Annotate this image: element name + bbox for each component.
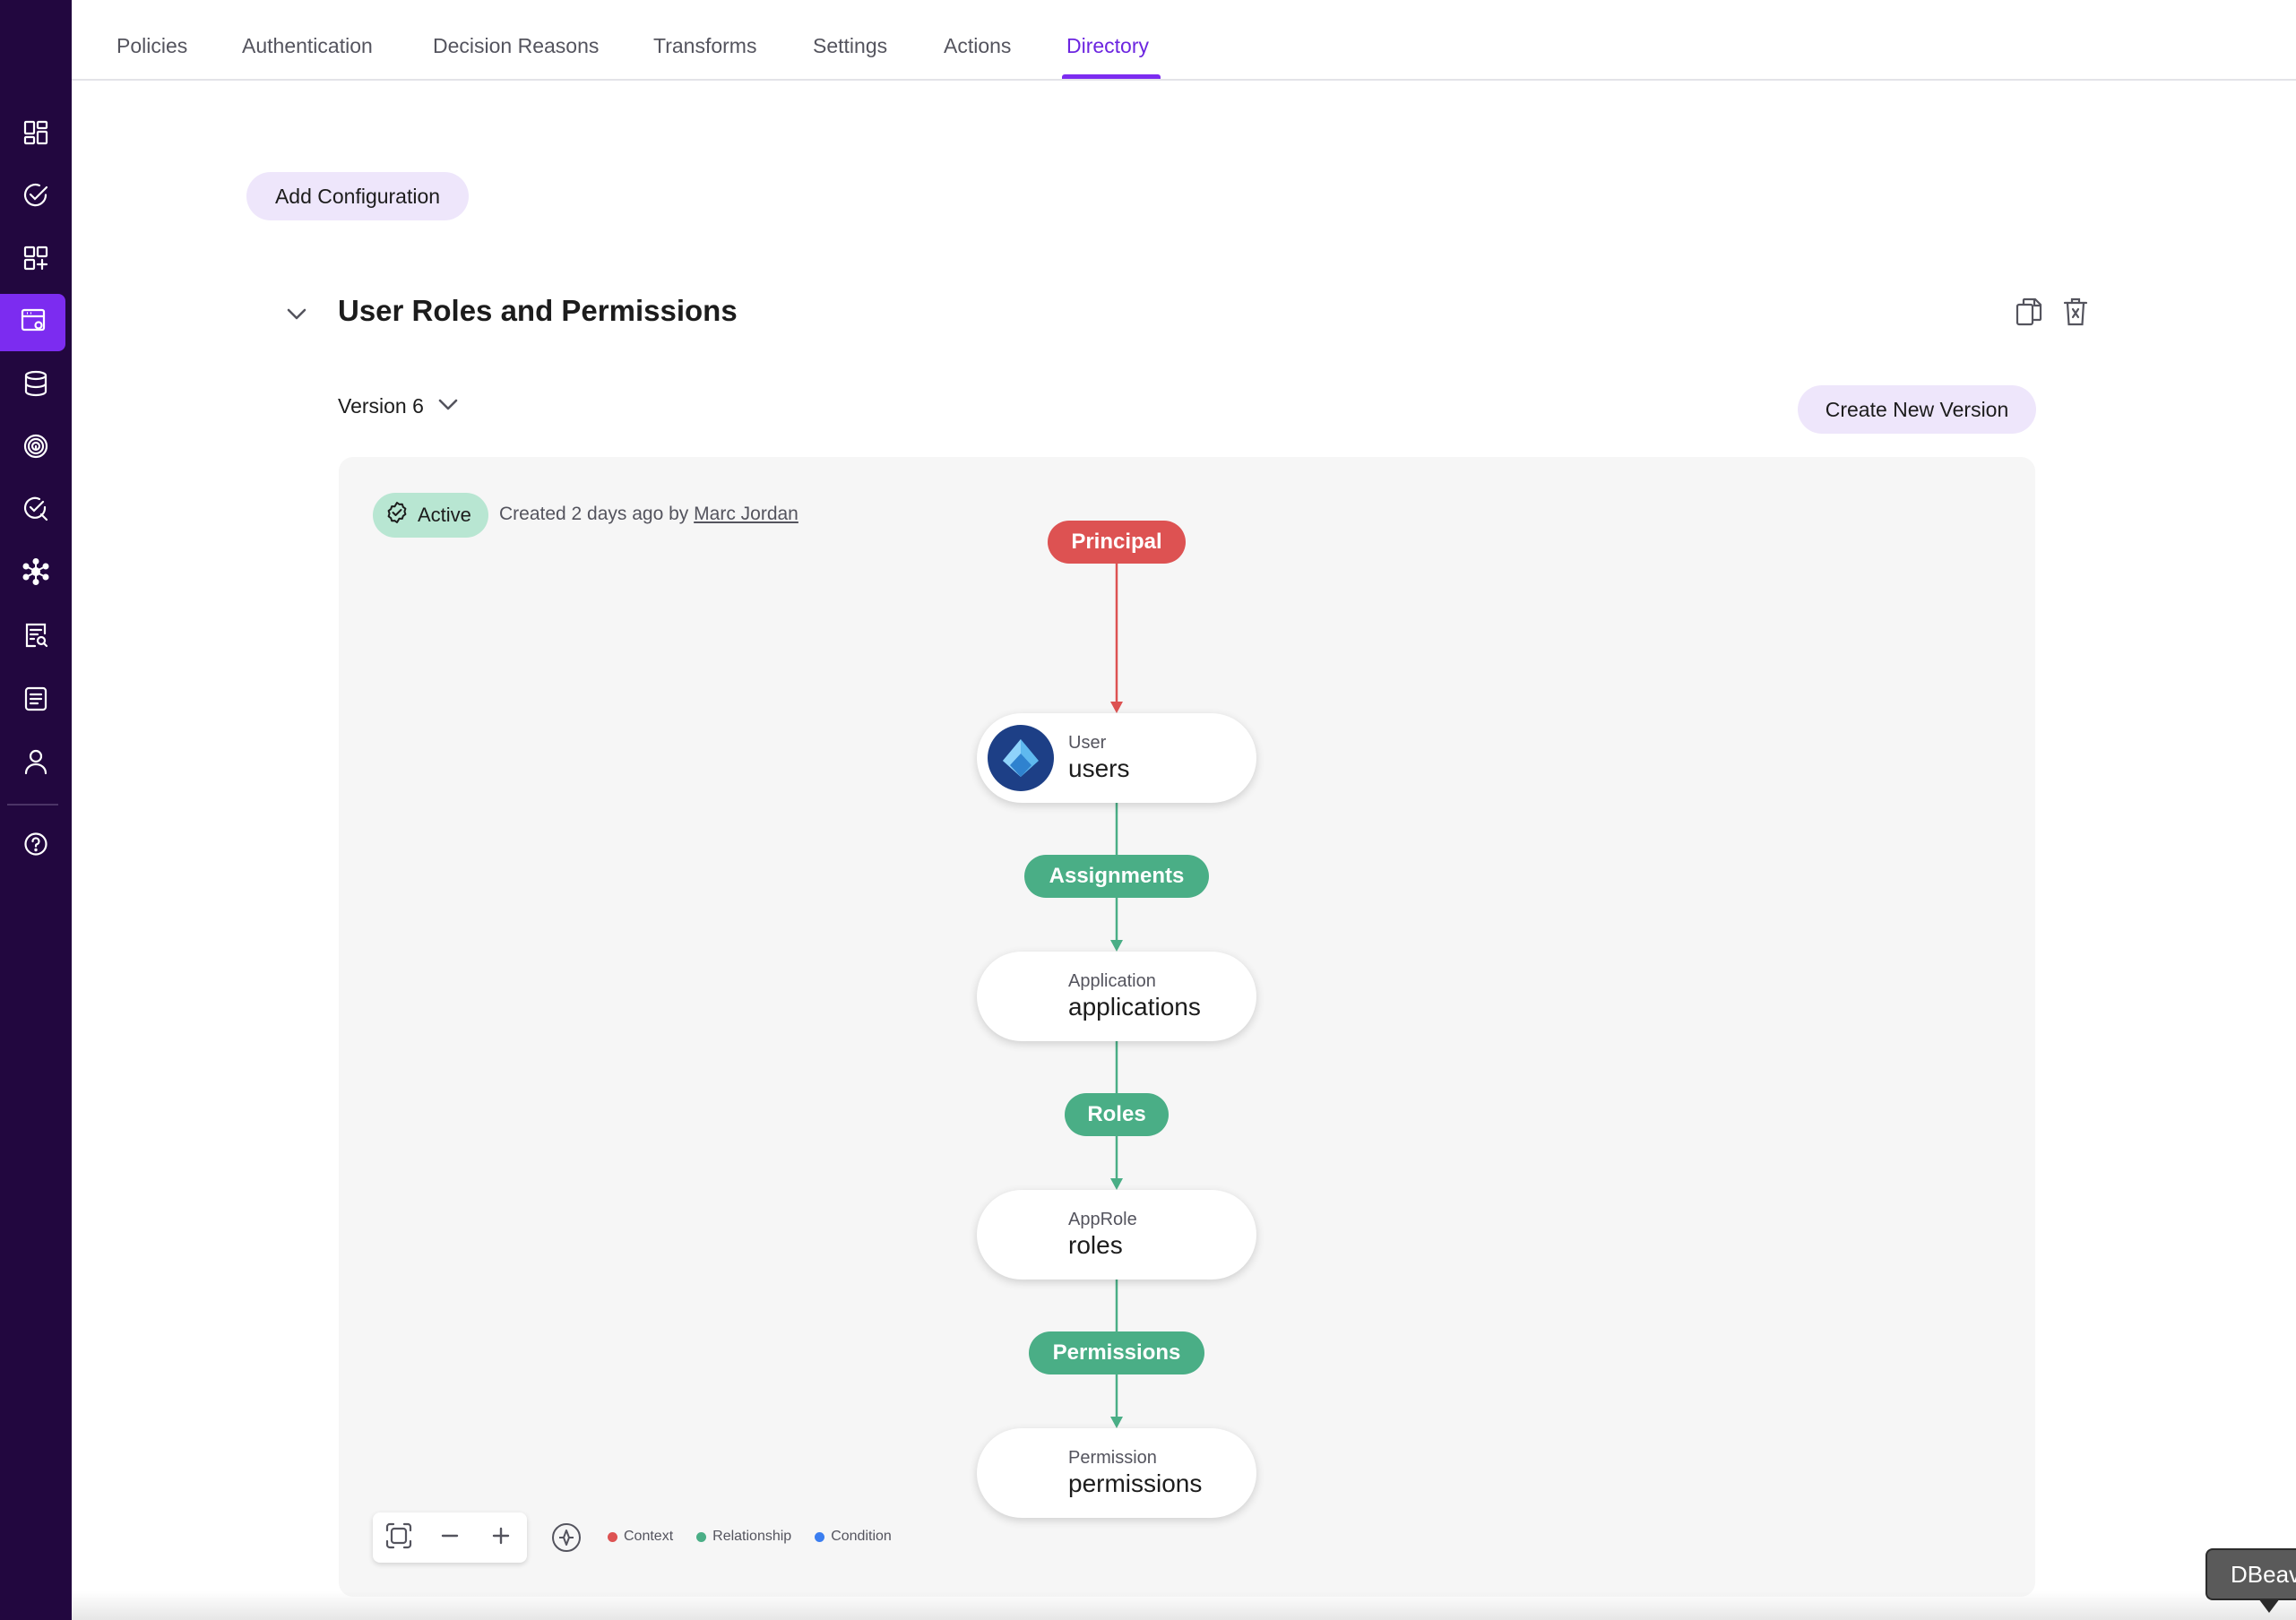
network-hub-icon	[22, 557, 49, 590]
tab-decision-reasons[interactable]: Decision Reasons	[433, 34, 600, 57]
sidebar-item-help[interactable]	[7, 817, 65, 875]
user-icon	[22, 748, 49, 780]
edge-label-assignments[interactable]: Assignments	[1024, 855, 1209, 898]
legend-label: Relationship	[712, 1529, 792, 1544]
sidebar-item-reports[interactable]	[7, 608, 65, 666]
zoom-controls	[373, 1512, 527, 1563]
node-name: permissions	[1068, 1469, 1203, 1497]
node-applications[interactable]: Application applications	[977, 952, 1256, 1041]
compass-icon	[550, 1523, 583, 1557]
tab-authentication[interactable]: Authentication	[242, 34, 373, 57]
legend-item-context: Context	[608, 1529, 673, 1545]
node-users[interactable]: User users	[977, 713, 1256, 803]
directory-icon	[20, 307, 47, 339]
taskbar-tooltip: DBeaver	[2205, 1548, 2296, 1600]
tab-transforms[interactable]: Transforms	[653, 34, 757, 57]
tab-actions[interactable]: Actions	[944, 34, 1012, 57]
created-meta: Created 2 days ago by Marc Jordan	[499, 504, 798, 525]
edge-label-permissions[interactable]: Permissions	[1029, 1331, 1204, 1374]
node-type: AppRole	[1068, 1210, 1137, 1229]
fit-view-button[interactable]	[373, 1512, 424, 1563]
copy-button[interactable]	[2013, 296, 2045, 332]
legend-label: Context	[624, 1529, 674, 1544]
azure-ad-icon	[988, 725, 1054, 791]
verified-check-icon	[385, 501, 409, 530]
top-tab-bar: Policies Authentication Decision Reasons…	[72, 0, 2296, 81]
legend-dot-context	[608, 1531, 617, 1542]
sidebar-item-directory[interactable]	[0, 294, 65, 351]
brand-logo-icon[interactable]	[11, 22, 61, 72]
node-type: Application	[1068, 971, 1156, 991]
principal-label[interactable]: Principal	[1048, 521, 1186, 564]
zoom-out-button[interactable]	[424, 1512, 475, 1563]
copy-icon	[2015, 297, 2043, 332]
chevron-down-icon	[436, 394, 460, 418]
version-select[interactable]: Version 6	[338, 394, 460, 418]
version-label: Version 6	[338, 394, 424, 418]
legend-item-condition: Condition	[815, 1529, 892, 1545]
delete-button[interactable]	[2059, 296, 2092, 332]
create-new-version-button[interactable]: Create New Version	[1798, 385, 2036, 434]
sidebar-item-users[interactable]	[7, 735, 65, 792]
minus-icon	[439, 1525, 461, 1551]
legend-dot-relationship	[696, 1531, 707, 1542]
sidebar-divider	[7, 804, 58, 806]
node-type: Permission	[1068, 1448, 1157, 1468]
waveform-icon	[988, 1202, 1054, 1268]
waveform-icon	[988, 1440, 1054, 1506]
sidebar-item-identity[interactable]	[7, 419, 65, 477]
database-icon	[22, 370, 49, 401]
auto-layout-button[interactable]	[550, 1521, 583, 1554]
search-check-icon	[22, 495, 49, 527]
node-type: User	[1068, 733, 1107, 753]
help-icon	[23, 832, 48, 861]
list-document-icon	[22, 685, 49, 717]
sidebar-item-logs[interactable]	[7, 672, 65, 729]
sidebar-item-audit[interactable]	[7, 482, 65, 539]
edge-principal-users	[1110, 561, 1123, 713]
tab-directory[interactable]: Directory	[1066, 34, 1150, 57]
section-title: User Roles and Permissions	[338, 294, 738, 327]
legend-label: Condition	[831, 1529, 892, 1544]
sidebar-item-data[interactable]	[7, 357, 65, 414]
zoom-in-button[interactable]	[475, 1512, 526, 1563]
legend-item-relationship: Relationship	[696, 1529, 791, 1545]
legend: Context Relationship Condition	[608, 1529, 892, 1545]
created-text: Created 2 days ago by	[499, 504, 689, 524]
tab-settings[interactable]: Settings	[813, 34, 888, 57]
apps-add-icon	[22, 245, 49, 276]
legend-dot-condition	[815, 1531, 825, 1542]
sidebar-item-integrations[interactable]	[7, 231, 65, 289]
node-name: users	[1068, 754, 1130, 782]
graph-canvas[interactable]: Active Created 2 days ago by Marc Jordan	[339, 457, 2035, 1597]
node-roles[interactable]: AppRole roles	[977, 1190, 1256, 1280]
fit-view-icon	[384, 1521, 413, 1555]
sidebar-item-network[interactable]	[7, 545, 65, 602]
waveform-icon	[988, 963, 1054, 1030]
plus-icon	[490, 1525, 512, 1551]
tab-policies[interactable]: Policies	[117, 34, 188, 57]
sidebar-item-policies[interactable]	[7, 168, 65, 226]
sidebar	[0, 0, 72, 1620]
node-name: applications	[1068, 993, 1201, 1021]
document-search-icon	[22, 622, 49, 653]
status-text: Active	[418, 504, 471, 526]
node-name: roles	[1068, 1231, 1123, 1259]
dashboard-icon	[22, 119, 49, 151]
sidebar-item-dashboard[interactable]	[7, 106, 65, 163]
trash-icon	[2062, 297, 2089, 332]
active-tab-indicator	[1062, 74, 1161, 79]
status-badge: Active	[373, 493, 488, 538]
edge-label-roles[interactable]: Roles	[1065, 1093, 1169, 1136]
node-permissions[interactable]: Permission permissions	[977, 1428, 1256, 1518]
check-circle-icon	[22, 182, 49, 213]
tooltip-pointer	[2258, 1598, 2280, 1613]
fingerprint-icon	[22, 433, 49, 464]
add-configuration-button[interactable]: Add Configuration	[246, 172, 469, 220]
collapse-chevron-icon[interactable]	[283, 300, 310, 327]
bottom-scroll-shadow	[72, 1591, 2296, 1620]
author-link[interactable]: Marc Jordan	[694, 504, 798, 524]
